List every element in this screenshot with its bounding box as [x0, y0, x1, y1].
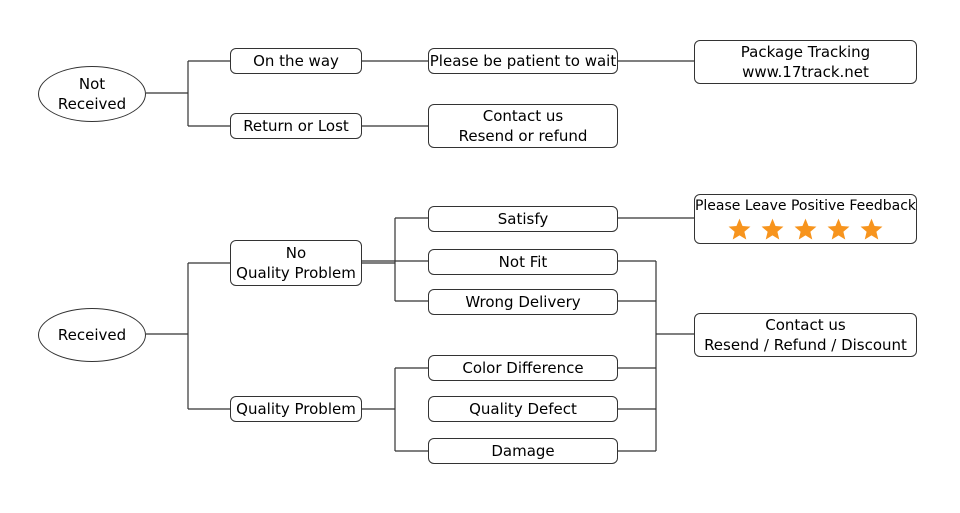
satisfy-node: Satisfy — [428, 206, 618, 232]
rating-stars — [727, 217, 884, 242]
star-icon — [761, 218, 784, 239]
not-received-label-line1: Not — [78, 75, 106, 93]
positive-feedback-node: Please Leave Positive Feedback — [694, 194, 917, 244]
resend-refund-discount-label: Resend / Refund / Discount — [704, 336, 907, 354]
patient-wait-node: Please be patient to wait — [428, 48, 618, 74]
star-icon — [827, 218, 850, 239]
not-received-node: Not Received — [38, 66, 146, 122]
quality-defect-label: Quality Defect — [469, 400, 577, 418]
contact-resend-refund-node: Contact us Resend or refund — [428, 104, 618, 148]
resend-or-refund-label: Resend or refund — [458, 127, 588, 145]
no-quality-label-line2: Quality Problem — [236, 264, 356, 282]
no-quality-problem-node: No Quality Problem — [230, 240, 362, 286]
on-the-way-node: On the way — [230, 48, 362, 74]
star-icon — [794, 218, 817, 239]
quality-problem-label: Quality Problem — [236, 400, 356, 418]
not-fit-node: Not Fit — [428, 249, 618, 275]
star-icon — [728, 218, 751, 239]
color-difference-node: Color Difference — [428, 355, 618, 381]
no-quality-label-line1: No — [285, 244, 307, 262]
package-tracking-title: Package Tracking — [740, 43, 871, 61]
damage-node: Damage — [428, 438, 618, 464]
color-difference-label: Color Difference — [462, 359, 584, 377]
not-fit-label: Not Fit — [498, 253, 548, 271]
received-node: Received — [38, 308, 146, 362]
quality-defect-node: Quality Defect — [428, 396, 618, 422]
package-tracking-node: Package Tracking www.17track.net — [694, 40, 917, 84]
star-icon — [860, 218, 883, 239]
wrong-delivery-label: Wrong Delivery — [465, 293, 581, 311]
contact-us-label-2: Contact us — [765, 316, 846, 334]
received-label: Received — [57, 326, 127, 344]
patient-wait-label: Please be patient to wait — [429, 52, 617, 70]
damage-label: Damage — [491, 442, 555, 460]
positive-feedback-label: Please Leave Positive Feedback — [694, 197, 917, 214]
satisfy-label: Satisfy — [497, 210, 549, 228]
return-or-lost-label: Return or Lost — [243, 117, 349, 135]
contact-resend-refund-discount-node: Contact us Resend / Refund / Discount — [694, 313, 917, 357]
contact-us-label: Contact us — [482, 107, 564, 125]
return-or-lost-node: Return or Lost — [230, 113, 362, 139]
quality-problem-node: Quality Problem — [230, 396, 362, 422]
tracking-url: www.17track.net — [742, 63, 869, 81]
not-received-label-line2: Received — [57, 95, 127, 113]
on-the-way-label: On the way — [253, 52, 339, 70]
wrong-delivery-node: Wrong Delivery — [428, 289, 618, 315]
